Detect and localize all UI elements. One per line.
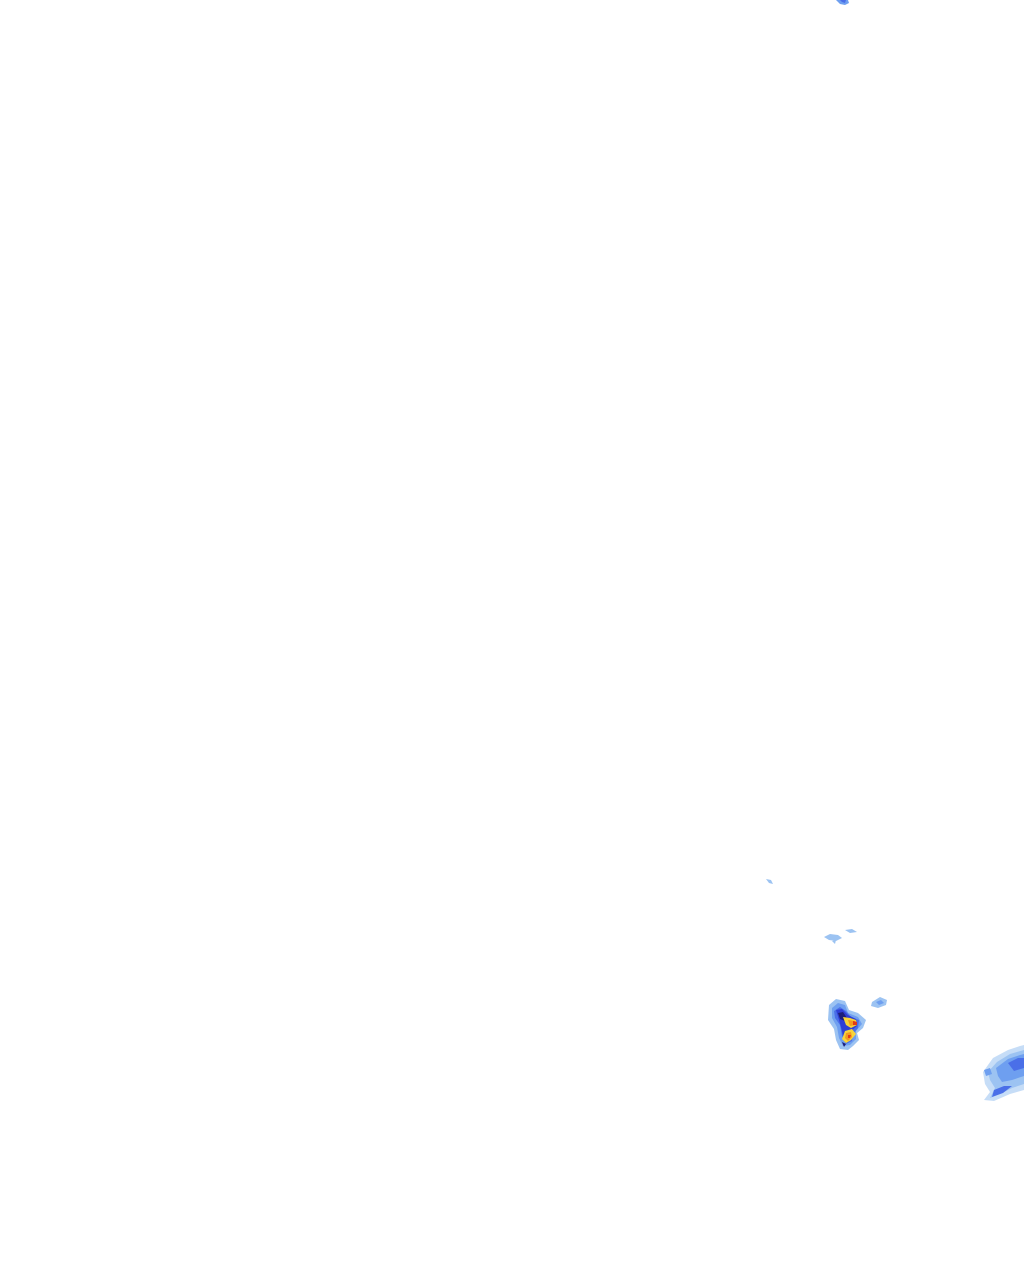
echo-medblue-patch (1008, 1058, 1024, 1071)
echo-navy-patch (842, 1042, 846, 1047)
echo-small-speck (766, 879, 773, 884)
echo-light-streak (824, 929, 857, 944)
echo-rain-band-east (983, 1045, 1024, 1101)
echo-lightblue-patch (876, 1000, 884, 1005)
echo-top-edge (836, 0, 849, 5)
echo-storm-cell (828, 999, 866, 1050)
echo-lightblue-patch (836, 0, 849, 5)
echo-light-patch (845, 929, 857, 933)
echo-light-patch (832, 940, 836, 944)
echo-medblue-patch (840, 0, 846, 3)
echo-light-patch (766, 879, 773, 884)
echo-red-patch (848, 1035, 851, 1038)
echo-lightblue-patch (984, 1068, 992, 1076)
echo-red-patch (853, 1021, 857, 1025)
echo-light-patch (824, 934, 842, 941)
echo-medblue-patch (992, 1086, 1012, 1097)
echo-small-cell (871, 997, 887, 1008)
